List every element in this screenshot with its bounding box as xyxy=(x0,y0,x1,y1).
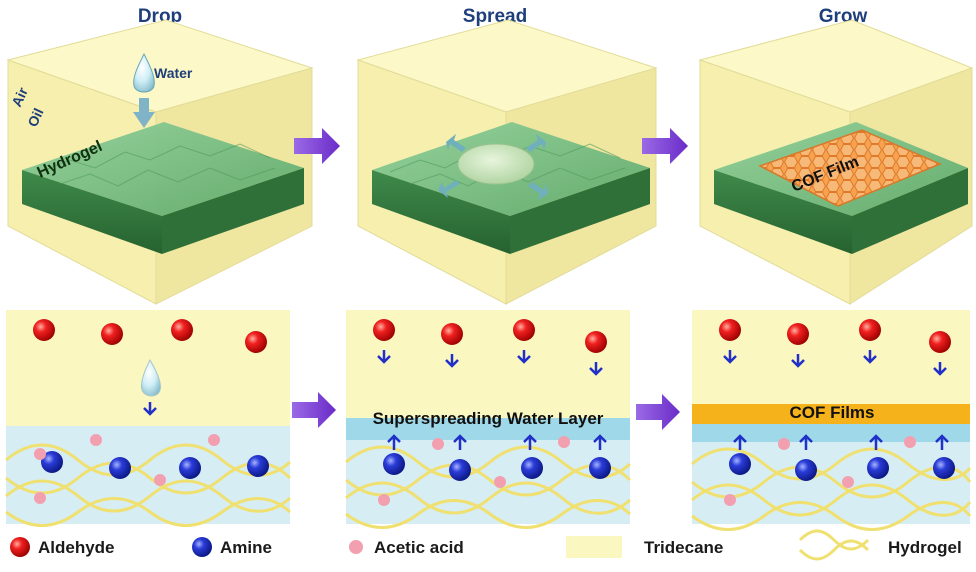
acetic-acid-molecule xyxy=(154,474,166,486)
amine-molecule xyxy=(179,457,201,479)
drop-down-arrow-icon xyxy=(133,98,155,128)
water-drop-icon xyxy=(133,52,155,93)
amine-molecule xyxy=(729,453,751,475)
water-label: Water xyxy=(154,65,193,81)
oil-label: Oil xyxy=(24,106,46,130)
acetic-acid-molecule xyxy=(432,438,444,450)
aldehyde-molecule xyxy=(441,323,463,345)
legend: Aldehyde Amine Acetic acid Tridecane Hyd… xyxy=(10,529,962,561)
process-arrow-bottom-2-icon xyxy=(636,394,680,430)
acetic-acid-molecule xyxy=(34,448,46,460)
acetic-acid-molecule xyxy=(904,436,916,448)
aldehyde-molecule xyxy=(513,319,535,341)
legend-acetic-acid-swatch xyxy=(349,540,363,554)
superspreading-layer-label: Superspreading Water Layer xyxy=(373,409,604,428)
cof-films-layer-label: COF Films xyxy=(789,403,874,422)
process-arrow-top-1-icon xyxy=(294,128,340,164)
legend-hydrogel-label: Hydrogel xyxy=(888,538,962,557)
amine-molecule xyxy=(795,459,817,481)
spread-cube xyxy=(356,19,658,305)
water-drop-icon xyxy=(141,358,161,397)
amine-molecule xyxy=(867,457,889,479)
amine-molecule xyxy=(109,457,131,479)
process-arrow-bottom-1-icon xyxy=(292,392,336,428)
aldehyde-molecule xyxy=(859,319,881,341)
acetic-acid-molecule xyxy=(34,492,46,504)
up-arrow-icon xyxy=(733,434,949,450)
cof-film-patch xyxy=(758,129,942,207)
aldehyde-molecule xyxy=(101,323,123,345)
acetic-acid-molecule xyxy=(494,476,506,488)
aldehyde-molecule xyxy=(719,319,741,341)
amine-molecule xyxy=(41,451,63,473)
acetic-acid-molecule xyxy=(90,434,102,446)
acetic-acid-molecule xyxy=(378,494,390,506)
amine-molecule xyxy=(933,457,955,479)
aldehyde-molecule xyxy=(929,331,951,353)
down-arrow-icon xyxy=(377,350,603,376)
legend-amine-label: Amine xyxy=(220,538,272,557)
acetic-acid-molecule xyxy=(558,436,570,448)
up-arrow-icon xyxy=(387,434,607,450)
amine-molecule xyxy=(521,457,543,479)
grow-cube xyxy=(698,19,974,305)
process-arrow-top-2-icon xyxy=(642,128,688,164)
aldehyde-molecule xyxy=(787,323,809,345)
legend-hydrogel-swatch xyxy=(798,529,870,561)
air-label: Air xyxy=(8,84,31,109)
aldehyde-molecule xyxy=(245,331,267,353)
legend-amine-swatch xyxy=(192,537,212,557)
acetic-acid-molecule xyxy=(724,494,736,506)
amine-molecule xyxy=(449,459,471,481)
aldehyde-molecule xyxy=(171,319,193,341)
amine-molecule xyxy=(247,455,269,477)
acetic-acid-molecule xyxy=(842,476,854,488)
drop-cube xyxy=(6,19,314,305)
spread-arrows-icon xyxy=(438,134,548,200)
aldehyde-molecule xyxy=(33,319,55,341)
aldehyde-molecule xyxy=(373,319,395,341)
legend-tridecane-swatch xyxy=(566,536,622,558)
bottom-panel-3 xyxy=(691,310,972,531)
acetic-acid-molecule xyxy=(208,434,220,446)
acetic-acid-molecule xyxy=(778,438,790,450)
amine-molecule xyxy=(589,457,611,479)
aldehyde-molecule xyxy=(585,331,607,353)
water-puddle xyxy=(457,143,535,185)
amine-molecule xyxy=(383,453,405,475)
legend-acetic-acid-label: Acetic acid xyxy=(374,538,464,557)
legend-aldehyde-swatch xyxy=(10,537,30,557)
down-arrow-icon xyxy=(723,350,947,376)
down-arrow-icon xyxy=(143,402,157,416)
legend-tridecane-label: Tridecane xyxy=(644,538,723,557)
legend-aldehyde-label: Aldehyde xyxy=(38,538,115,557)
